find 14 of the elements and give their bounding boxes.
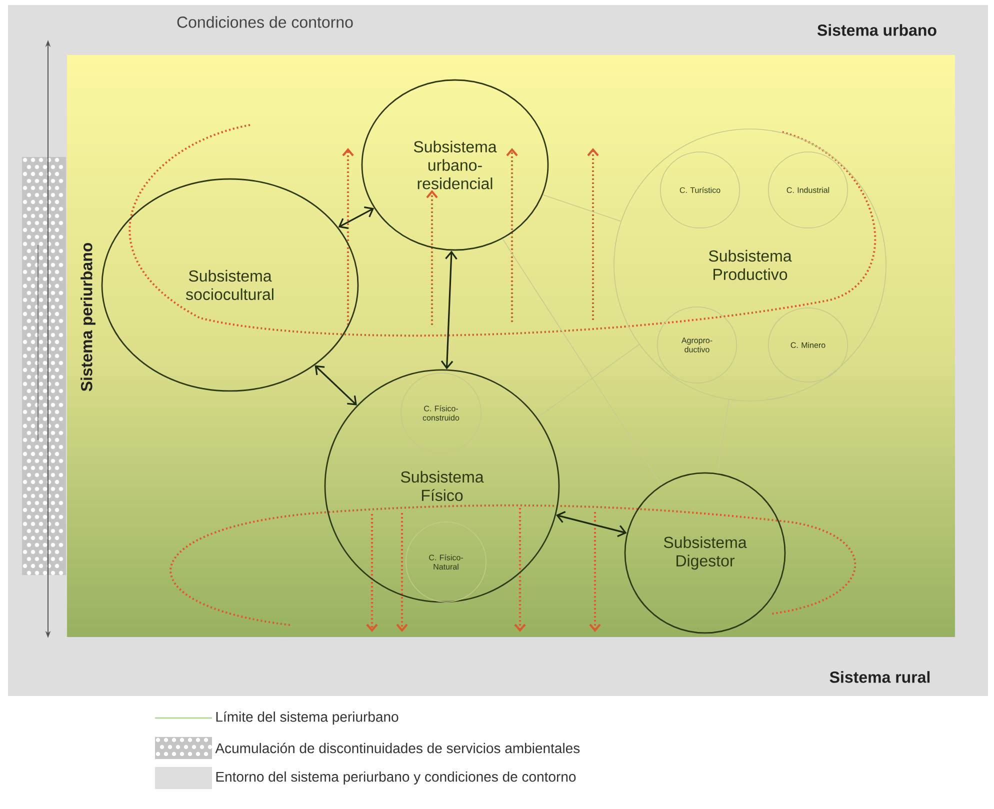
region-label: Condiciones de contorno [177, 16, 353, 28]
arrow [440, 250, 458, 370]
arrow [314, 365, 357, 406]
legend-text: Límite del sistema periurbano [216, 711, 398, 725]
connector-line [717, 399, 730, 474]
region-label: Sistema urbano [817, 24, 936, 36]
legend-text: Acumulación de discontinuidades de servicios ambientales [215, 742, 580, 754]
connector-line [502, 238, 662, 486]
arrow [556, 511, 627, 538]
legend-text: Entorno del sistema periurbano y condiciones de contorno [216, 771, 576, 784]
region-label: Sistema rural [830, 671, 930, 683]
connector-line [542, 194, 622, 222]
connector-line [536, 344, 640, 418]
arrow [338, 206, 374, 229]
